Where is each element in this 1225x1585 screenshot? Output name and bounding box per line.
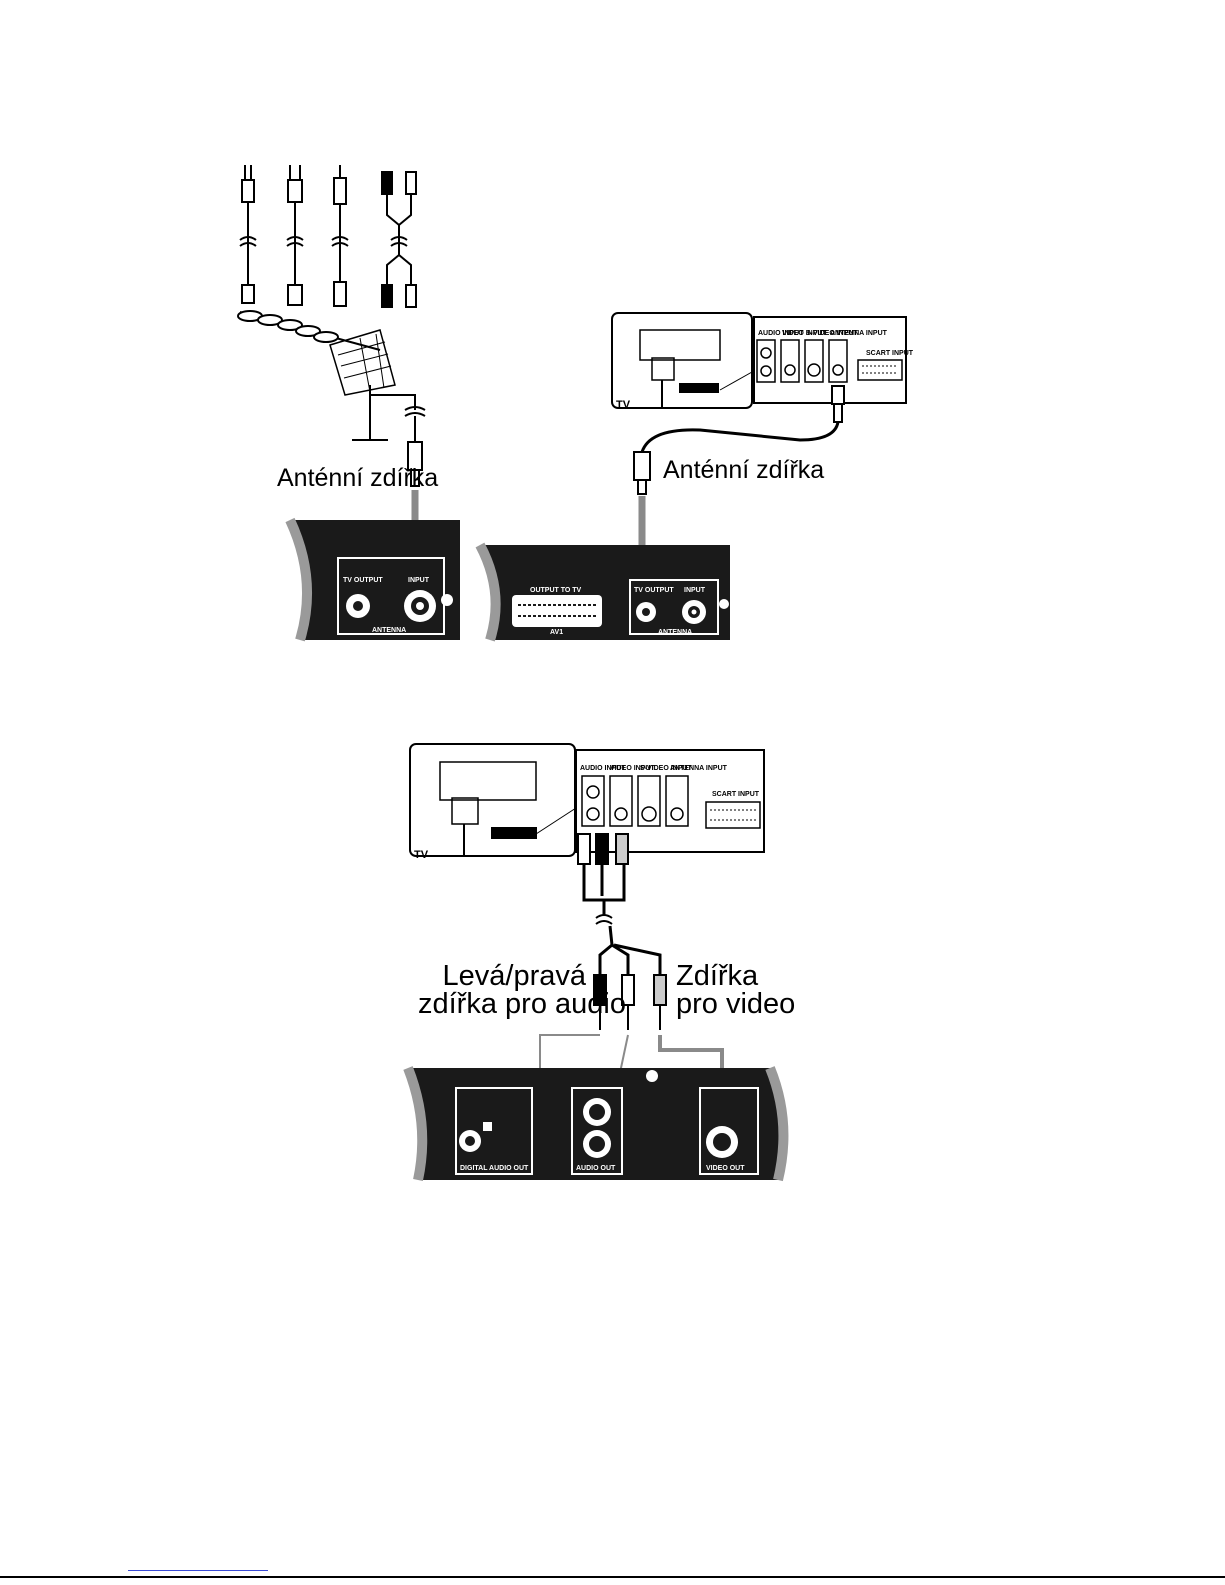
panel-b-av-label: AV1 <box>550 629 563 636</box>
footer-link-underline <box>128 1570 268 1571</box>
tv2-port-video-input: VIDEO INPUT <box>610 765 655 772</box>
panel-c-coax-label: DIGITAL AUDIO OUT <box>460 1165 529 1172</box>
tv-port-antenna-input: ANTENNA INPUT <box>830 330 888 337</box>
coax-cable-tv-to-device <box>633 385 845 495</box>
device-panel-b-labels: OUTPUT TO TV AV1 TV OUTPUT INPUT ANTENNA <box>530 587 706 636</box>
antenna-jack-label-right: Anténní zdířka <box>663 456 825 484</box>
tv-tag-2: TV <box>414 849 429 861</box>
tv-port-video-input: VIDEO INPUT <box>782 330 827 337</box>
diagram-antenna-connection: TV AUDIO INPUT VIDEO INPUT S-VIDEO INPUT… <box>237 165 914 642</box>
tv-tag: TV <box>616 399 631 411</box>
panel-b-input: INPUT <box>684 587 706 594</box>
device-panel-a <box>285 517 460 642</box>
tv2-port-antenna-input: ANTENNA INPUT <box>670 765 728 772</box>
panel-a-group: ANTENNA <box>372 627 406 634</box>
panel-b-tv-output: TV OUTPUT <box>634 587 674 594</box>
tv2-port-audio-input: AUDIO INPUT <box>580 765 626 772</box>
device-panel-b <box>475 542 730 642</box>
video-jack-label: Zdířka pro video <box>676 960 796 1020</box>
video-jack-label-line1: Zdířka <box>676 960 759 992</box>
outdoor-antenna-icon <box>237 310 426 487</box>
panel-a-input: INPUT <box>408 577 430 584</box>
page-bottom-rule <box>0 1576 1225 1578</box>
tv-port-audio-input: AUDIO INPUT <box>758 330 804 337</box>
panel-a-tv-output: TV OUTPUT <box>343 577 383 584</box>
cable-set-illustration <box>239 165 417 308</box>
panel-b-scart-label: OUTPUT TO TV <box>530 587 582 594</box>
panel-c-audio-group: AUDIO OUT <box>576 1165 616 1172</box>
audio-jack-label: Levá/pravá zdířka pro audio <box>418 960 626 1020</box>
tv-rear-illustration <box>611 312 907 409</box>
tv2-port-scart-input: SCART INPUT <box>712 791 760 798</box>
device-panel-c <box>403 1066 789 1182</box>
tv-port-jacks-2 <box>581 775 761 829</box>
diagram-av-connection: TV AUDIO INPUT VIDEO INPUT S-VIDEO INPUT… <box>403 743 789 1182</box>
antenna-jack-label-left: Anténní zdířka <box>277 464 439 492</box>
device-panel-c-labels: DIGITAL AUDIO OUT AUDIO OUT VIDEO OUT <box>460 1165 745 1172</box>
tv-port-jacks <box>756 339 903 383</box>
rca-cable-bundle <box>577 833 667 1030</box>
tv2-port-svideo-input: S-VIDEO INPUT <box>640 765 692 772</box>
tv-port-labels: AUDIO INPUT VIDEO INPUT S-VIDEO INPUT AN… <box>758 330 914 357</box>
audio-jack-label-line1: Levá/pravá <box>442 960 587 992</box>
panel-c-video-group: VIDEO OUT <box>706 1165 745 1172</box>
tv-port-svideo-input: S-VIDEO INPUT <box>806 330 858 337</box>
device-panel-a-labels: TV OUTPUT INPUT ANTENNA <box>343 577 430 634</box>
audio-jack-label-line2: zdířka pro audio <box>418 988 626 1020</box>
tv-port-scart-input: SCART INPUT <box>866 350 914 357</box>
tv-port-labels-2: AUDIO INPUT VIDEO INPUT S-VIDEO INPUT AN… <box>580 765 760 798</box>
panel-b-group: ANTENNA <box>658 629 692 636</box>
video-jack-label-line2: pro video <box>676 988 796 1020</box>
